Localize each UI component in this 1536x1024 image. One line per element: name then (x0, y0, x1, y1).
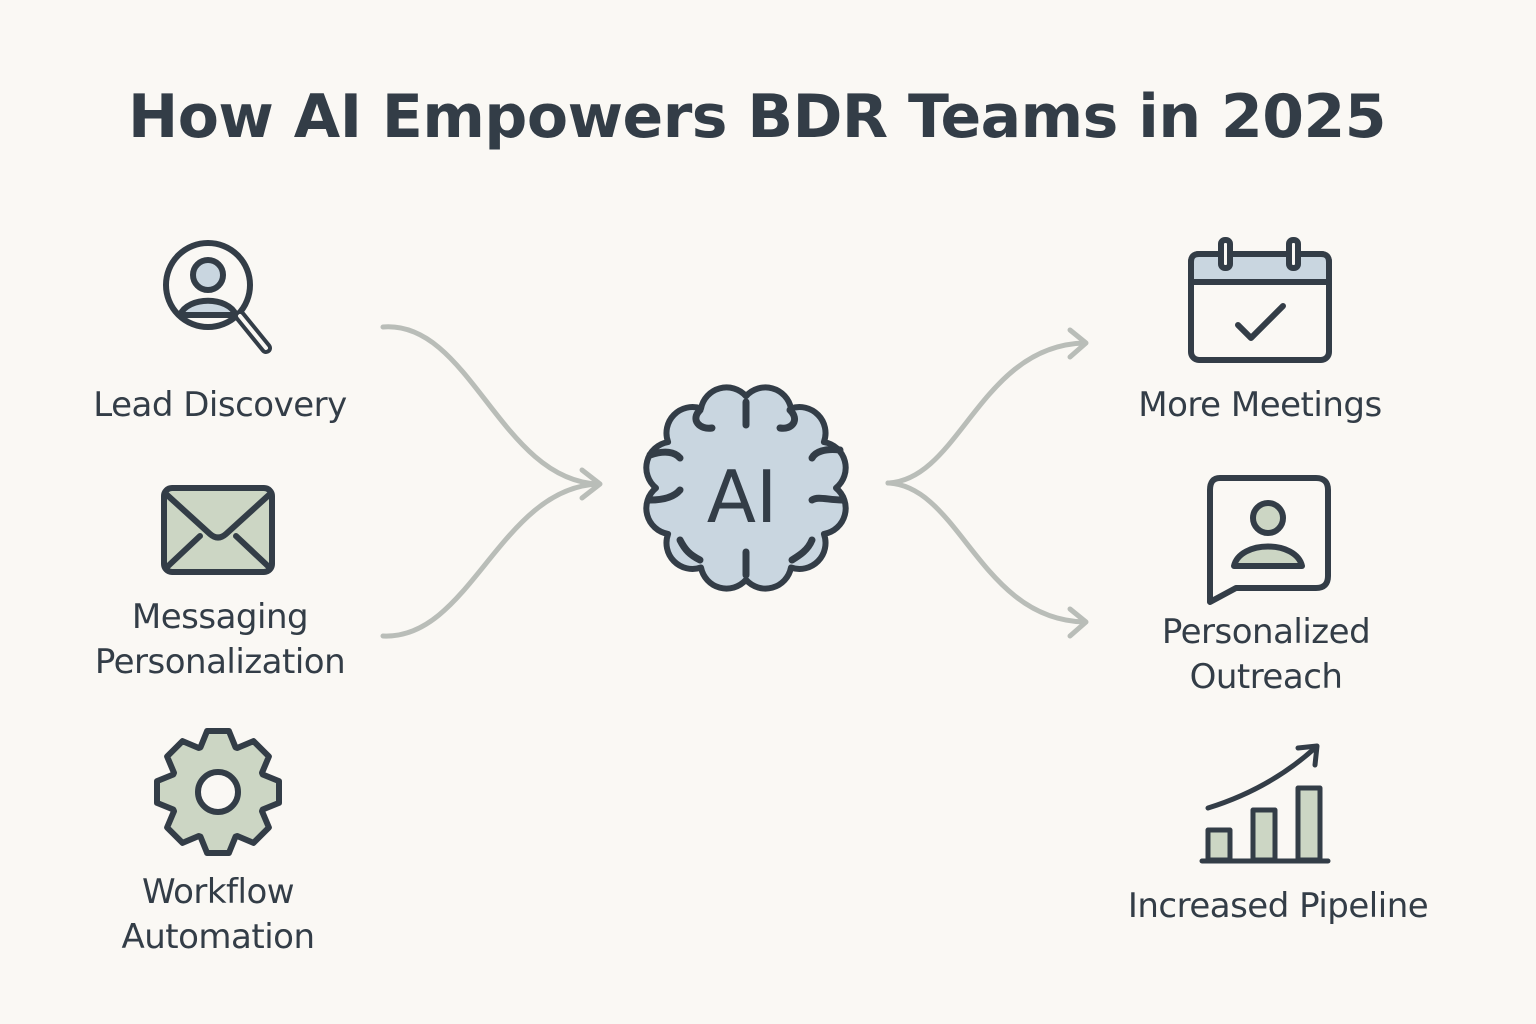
arrow-ai-to-outreach (885, 480, 1088, 625)
envelope-icon (161, 485, 275, 575)
label-line: Personalized (1161, 612, 1371, 652)
brain-icon (643, 384, 849, 592)
gear-icon (154, 728, 282, 856)
gear-hole (195, 769, 241, 815)
arrowhead-meetings (1067, 327, 1089, 360)
label-messaging-personalization: Messaging Personalization (60, 595, 380, 685)
label-workflow-automation: Workflow Automation (58, 870, 378, 960)
ai-label: AI (707, 455, 778, 539)
label-line: Automation (121, 917, 315, 957)
label-more-meetings: More Meetings (1138, 385, 1382, 425)
calendar-check-icon (1188, 237, 1332, 363)
page-title: How AI Empowers BDR Teams in 2025 (128, 82, 1386, 152)
arrow-lead-to-ai (380, 324, 601, 487)
label-line: Messaging (131, 597, 309, 637)
label-lead-discovery: Lead Discovery (93, 385, 347, 425)
label-increased-pipeline: Increased Pipeline (1127, 886, 1429, 926)
label-line: Outreach (1189, 657, 1343, 697)
label-personalized-outreach: Personalized Outreach (1106, 610, 1426, 700)
label-line: Personalization (94, 642, 346, 682)
label-line: Workflow (141, 872, 295, 912)
growth-chart-icon (1199, 743, 1331, 864)
arrow-messaging-to-ai (380, 481, 601, 639)
arrowhead-ai-input (579, 467, 603, 501)
arrowhead-outreach (1067, 606, 1089, 639)
person-search-icon (163, 240, 272, 354)
profile-chat-icon (1207, 475, 1331, 605)
arrow-ai-to-meetings (885, 340, 1088, 486)
